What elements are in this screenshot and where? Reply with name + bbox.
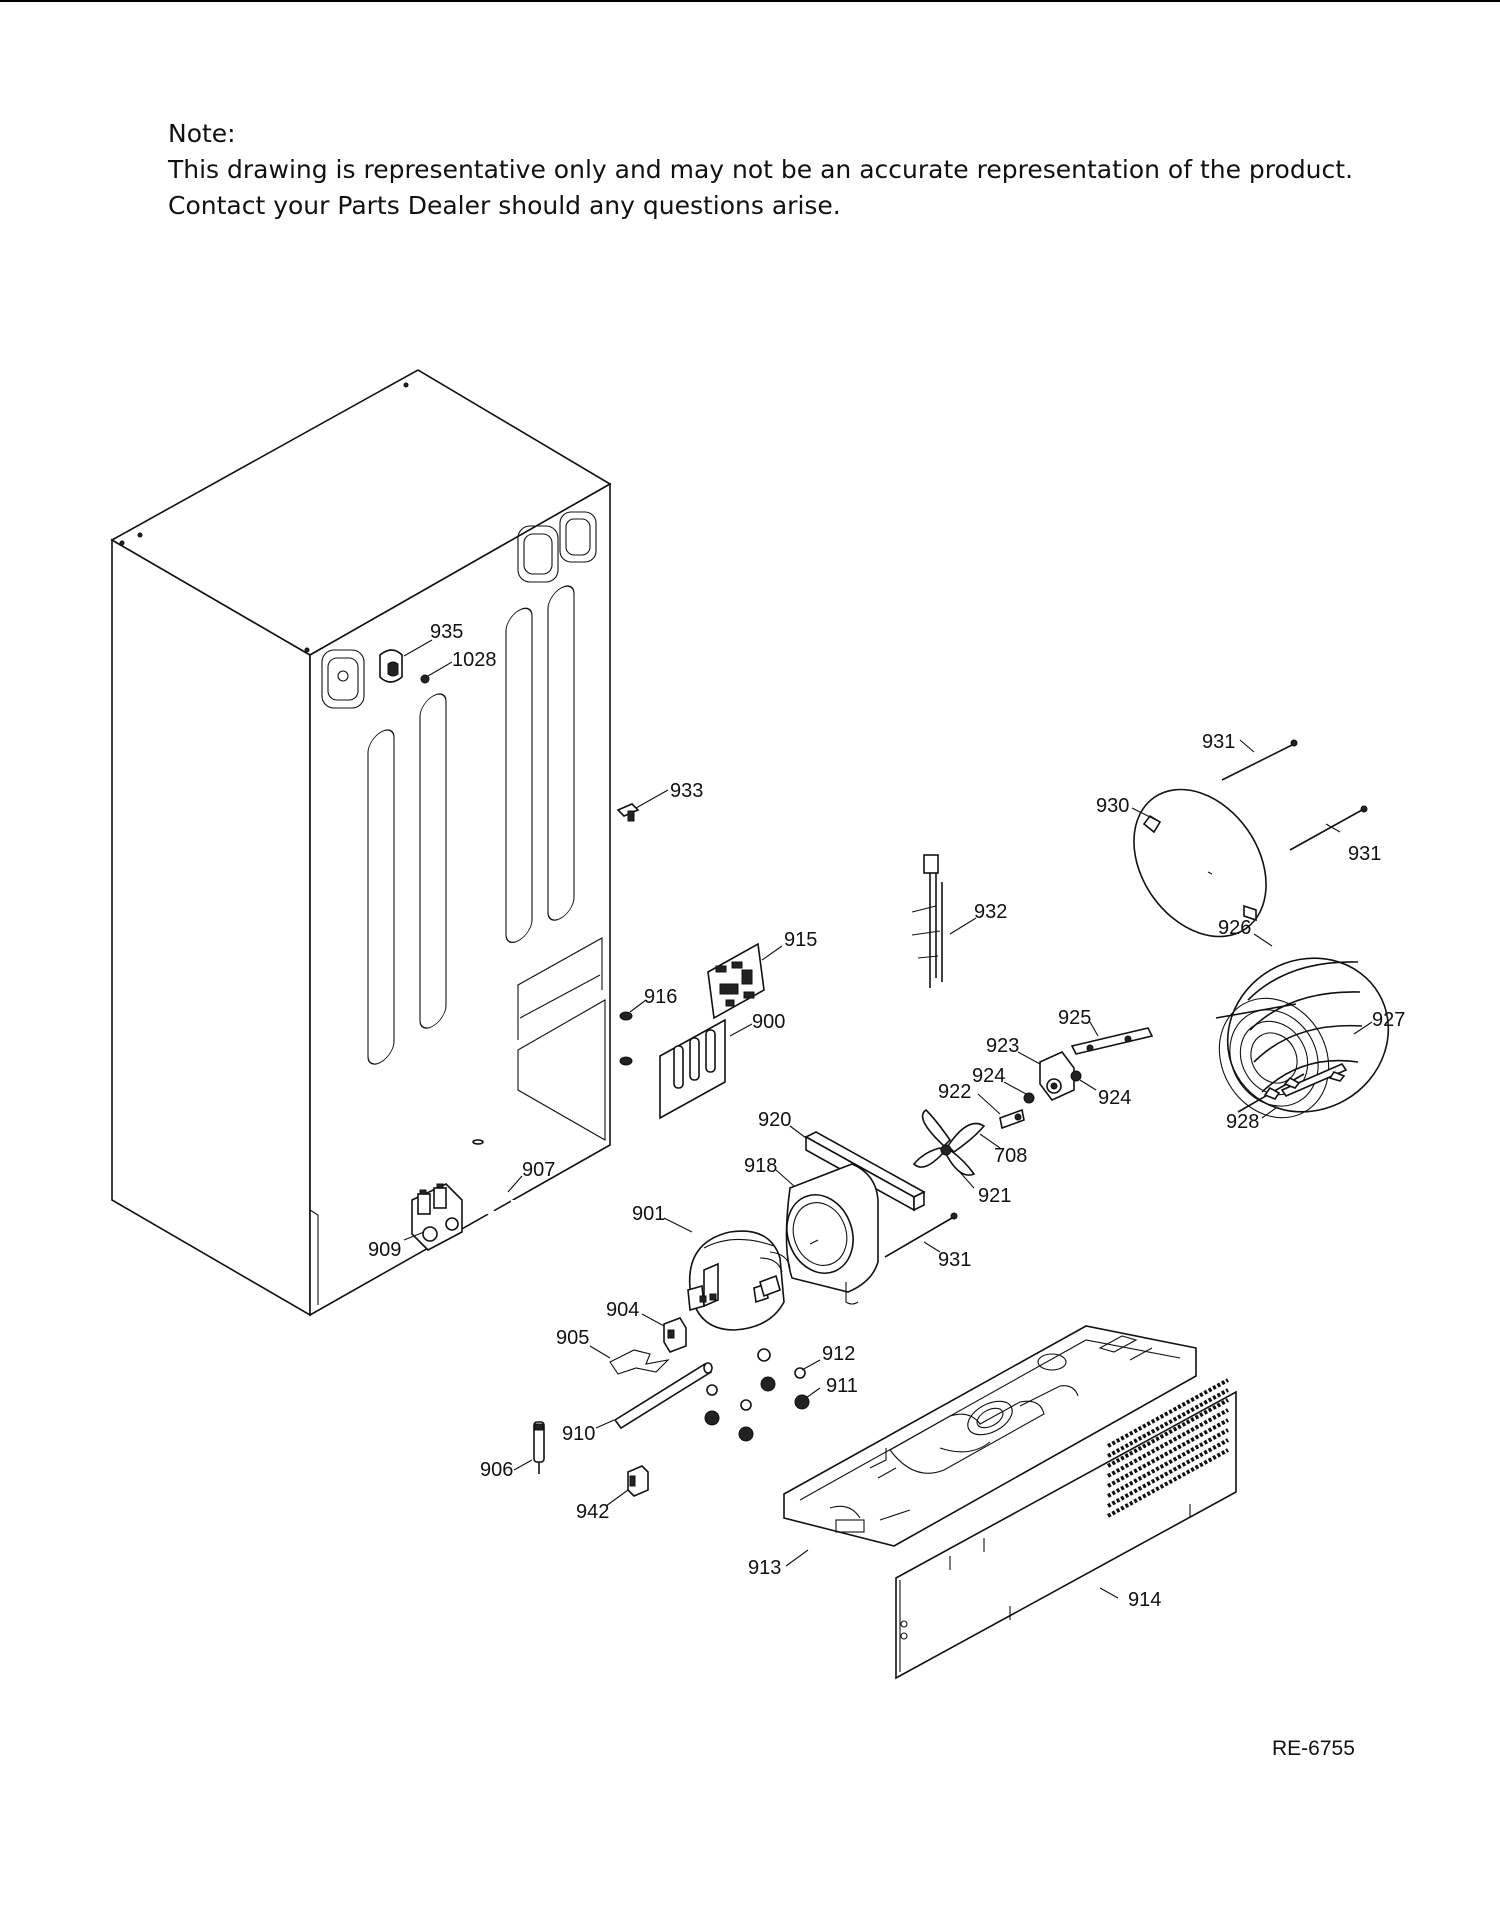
callout-1028: 1028: [452, 649, 497, 671]
callout-906: 906: [480, 1459, 513, 1481]
part-924-grommets: [1023, 1070, 1082, 1104]
callout-925: 925: [1058, 1007, 1091, 1029]
callout-913: 913: [748, 1557, 781, 1579]
callout-911: 911: [826, 1375, 858, 1397]
callout-900: 900: [752, 1011, 785, 1033]
part-921-fan-blade: [912, 1108, 986, 1176]
callout-923: 923: [986, 1035, 1019, 1057]
callout-930: 930: [1096, 795, 1129, 817]
note-heading: Note:: [168, 119, 236, 148]
callout-935: 935: [430, 621, 463, 643]
part-925-fan-bracket: [1070, 1027, 1154, 1055]
part-901-compressor: [687, 1230, 791, 1331]
callout-916: 916: [644, 986, 677, 1008]
callout-933: 933: [670, 780, 703, 802]
callout-924-right: 924: [1098, 1087, 1131, 1109]
callout-905: 905: [556, 1327, 589, 1349]
leader-lines: [403, 639, 1373, 1599]
callout-924-left: 924: [972, 1065, 1005, 1087]
part-904-relay: [663, 1317, 687, 1353]
callout-932: 932: [974, 901, 1007, 923]
part-931-rods: [884, 739, 1368, 1258]
callout-915: 915: [784, 929, 817, 951]
part-905-wire: [609, 1349, 670, 1375]
callout-904: 904: [606, 1299, 639, 1321]
part-942-clip: [627, 1465, 649, 1497]
part-922-shaft: [999, 1108, 1025, 1130]
part-932-wire-harness: [911, 854, 943, 988]
part-928-bracket: [1263, 1071, 1346, 1100]
part-914-rear-panel: [895, 1378, 1237, 1680]
callout-901: 901: [632, 1203, 665, 1225]
callout-926: 926: [1218, 917, 1251, 939]
top-border-line: [0, 0, 1500, 2]
callout-910: 910: [562, 1423, 595, 1445]
callout-912: 912: [822, 1343, 855, 1365]
diagram-reference-code: RE-6755: [1272, 1737, 1355, 1760]
part-916-grommets: [619, 1011, 633, 1066]
callout-942: 942: [576, 1501, 609, 1523]
callout-928: 928: [1226, 1111, 1259, 1133]
callout-909: 909: [368, 1239, 401, 1261]
refrigerator-cabinet: [110, 369, 612, 1317]
callout-922: 922: [938, 1081, 971, 1103]
part-911-nuts: [704, 1376, 810, 1442]
callout-914: 914: [1128, 1589, 1161, 1611]
callout-931-right: 931: [1348, 843, 1381, 865]
part-926-condenser-coil: [1215, 957, 1390, 1119]
callout-918: 918: [744, 1155, 777, 1177]
part-910-tube: [613, 1362, 713, 1430]
part-907-drain-tube: [472, 1139, 517, 1219]
part-930-cover: [1133, 788, 1267, 938]
part-927-bracket: [1280, 1063, 1348, 1097]
callout-927: 927: [1372, 1009, 1405, 1031]
part-913-base-pan: [783, 1325, 1197, 1547]
callout-708: 708: [994, 1145, 1027, 1167]
note-line-2: Contact your Parts Dealer should any que…: [168, 191, 841, 220]
part-923-fan-motor: [1039, 1051, 1075, 1101]
part-912-grommets: [706, 1348, 806, 1411]
callout-931-top: 931: [1202, 731, 1235, 753]
note-line-1: This drawing is representative only and …: [168, 155, 1354, 184]
disclaimer-note: Note: This drawing is representative onl…: [168, 116, 1353, 224]
part-900-access-cover: [659, 1018, 726, 1120]
part-935-control: [379, 649, 403, 683]
part-933-clip: [616, 803, 640, 822]
part-1028-screw: [420, 674, 430, 684]
part-909-water-valve: [411, 1183, 463, 1251]
part-906-plug: [533, 1421, 545, 1474]
part-918-fan-shroud: [785, 1163, 879, 1305]
callout-labels: 935 1028 933 931 930 931 932 915 926 916…: [368, 621, 1405, 1611]
part-915-control-board: [707, 942, 765, 1020]
callout-921: 921: [978, 1185, 1011, 1207]
callout-907: 907: [522, 1159, 555, 1181]
callout-931-bottom: 931: [938, 1249, 971, 1271]
callout-920: 920: [758, 1109, 791, 1131]
grille-vents: [1107, 1378, 1229, 1518]
